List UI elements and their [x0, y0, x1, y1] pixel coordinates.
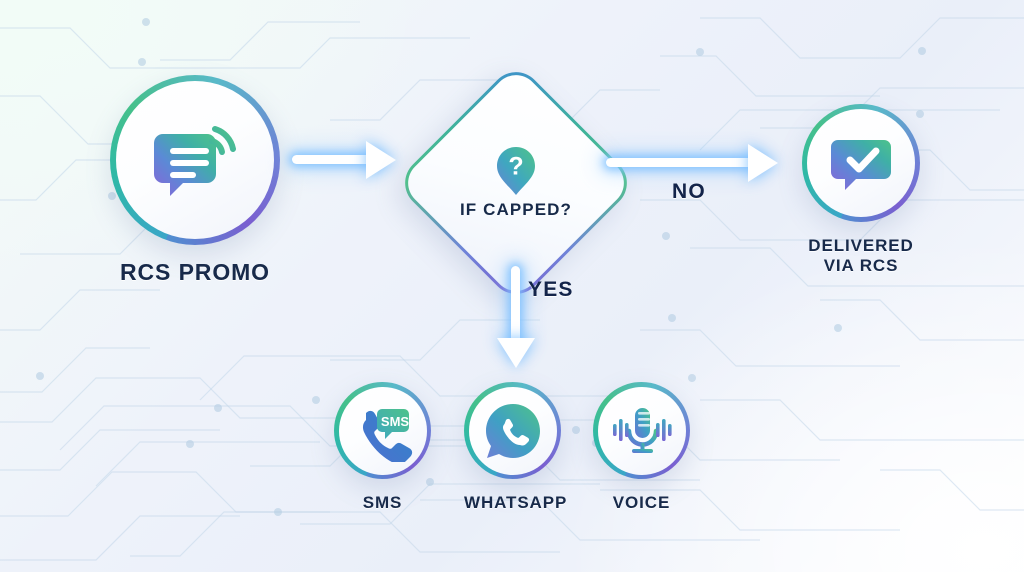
edge-arrowhead: [748, 144, 778, 182]
microphone-waveform-icon: [612, 407, 672, 453]
rcs-promo-circle: [110, 75, 280, 245]
rcs-chat-bubble-icon: [154, 126, 236, 196]
edge-label-yes: YES: [528, 278, 574, 301]
edge-arrowhead: [366, 141, 396, 179]
node-label-sms: SMS: [362, 493, 403, 512]
node-rcs-promo[interactable]: RCS PROMO: [110, 75, 280, 286]
check-bubble-icon: [831, 140, 891, 190]
edge-decision-no: [606, 144, 786, 184]
node-whatsapp[interactable]: WHATSAPP: [464, 382, 567, 513]
whatsapp-circle: [464, 382, 561, 479]
svg-text:?: ?: [508, 153, 523, 181]
edge-shaft: [511, 266, 520, 344]
node-delivered-via-rcs[interactable]: DELIVERED VIA RCS: [802, 104, 920, 276]
decision-label: IF CAPPED?: [459, 200, 573, 219]
sms-circle: SMS: [334, 382, 431, 479]
diamond-content: ? IF CAPPED?: [430, 97, 602, 269]
node-label-delivered-via-rcs: DELIVERED VIA RCS: [808, 236, 914, 276]
node-if-capped[interactable]: ? IF CAPPED?: [394, 61, 638, 305]
node-sms[interactable]: SMS SMS: [334, 382, 431, 513]
node-label-voice: VOICE: [612, 493, 671, 512]
sms-phone-icon: SMS: [362, 408, 412, 462]
edge-shaft: [292, 155, 376, 164]
whatsapp-icon: [485, 403, 540, 458]
decision-diamond-shape: ? IF CAPPED?: [394, 61, 638, 305]
delivered-circle: [802, 104, 920, 222]
edge-shaft: [606, 158, 758, 167]
node-label-rcs-promo: RCS PROMO: [120, 259, 270, 285]
edge-label-no: NO: [672, 180, 706, 203]
node-label-whatsapp: WHATSAPP: [464, 493, 568, 512]
node-voice[interactable]: VOICE: [593, 382, 690, 513]
voice-circle: [593, 382, 690, 479]
edge-arrowhead: [497, 338, 535, 368]
svg-text:SMS: SMS: [380, 414, 409, 429]
edge-decision-yes: [497, 266, 537, 370]
edge-source-to-decision: [292, 140, 402, 180]
question-pin-icon: ?: [497, 147, 535, 195]
